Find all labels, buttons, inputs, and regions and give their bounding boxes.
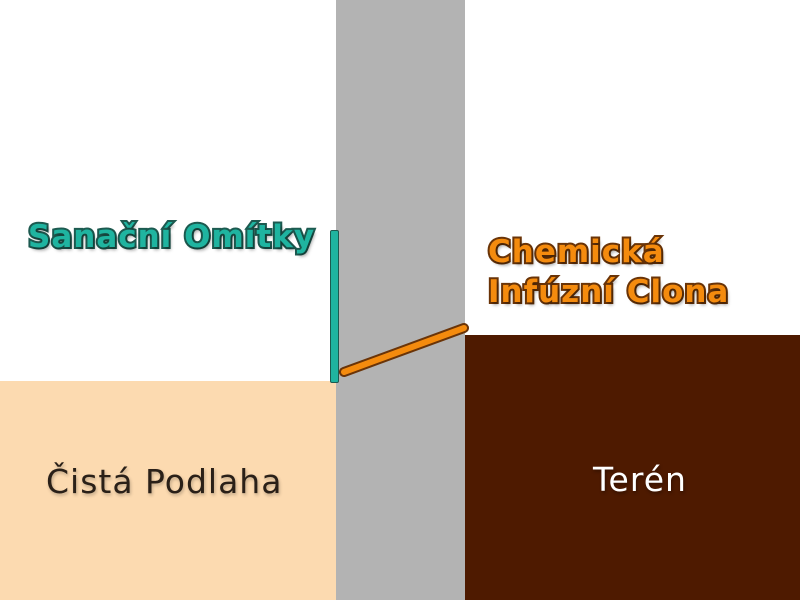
floor-label: Čistá Podlaha bbox=[46, 462, 283, 501]
terrain-region bbox=[465, 335, 800, 600]
plaster-layer-marker bbox=[330, 230, 339, 383]
terrain-label: Terén bbox=[593, 460, 687, 499]
plaster-callout-label: Sanační Omítky bbox=[26, 217, 316, 257]
floor-region bbox=[0, 381, 336, 600]
barrier-callout-line-2: Infúzní Clona bbox=[486, 272, 730, 312]
barrier-callout-label: Chemická Infúzní Clona bbox=[486, 232, 730, 312]
wall-section bbox=[336, 0, 465, 600]
barrier-callout-line-1: Chemická bbox=[486, 232, 666, 272]
